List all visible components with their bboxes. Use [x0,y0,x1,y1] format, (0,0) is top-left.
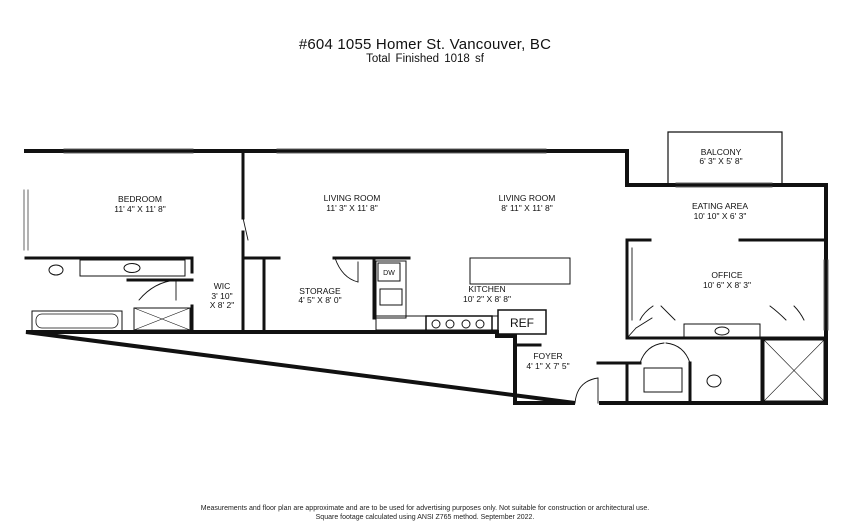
exterior-wall [24,149,828,405]
living-room-1-label: LIVING ROOM [324,193,381,203]
door-swings [138,217,805,404]
bathtub [31,310,123,332]
balcony-dims: 6' 3" X 5' 8" [699,156,742,166]
shower-stall [133,307,191,331]
storage-dims: 4' 5" X 8' 0" [298,295,341,305]
living-room-1-dims: 11' 3" X 11' 8" [326,203,378,213]
interior-walls [24,149,828,405]
foyer-label: FOYER [533,351,562,361]
powder-room-toilet [706,374,722,388]
stove-icon [425,315,493,333]
kitchen-island [469,257,571,285]
wic-dims-1: 3' 10" [211,291,232,301]
room-labels: BALCONY 6' 3" X 5' 8" BEDROOM 11' 4" X 1… [114,147,751,371]
ensuite-vanity [683,323,761,339]
ensuite-shower [763,339,825,402]
balcony-outline [667,131,783,186]
wic-dims-2: X 8' 2" [210,300,235,310]
toilet-icon [48,264,64,276]
powder-room-sink [643,367,683,393]
living-room-2-label: LIVING ROOM [499,193,556,203]
office-dims: 10' 6" X 8' 3" [703,280,751,290]
ensuite-sink-icon [714,326,730,336]
storage-label: STORAGE [299,286,341,296]
eating-area-label: EATING AREA [692,201,748,211]
disclaimer-line-2: Square footage calculated using ANSI Z76… [315,514,535,521]
eating-area-dims: 10' 10" X 6' 3" [694,211,747,221]
refrigerator-label: REF [510,316,534,330]
balcony-label: BALCONY [701,147,742,157]
vanity-counter [79,259,186,277]
living-room-2-dims: 8' 11" X 11' 8" [501,203,553,213]
bedroom-label: BEDROOM [118,194,162,204]
refrigerator [497,309,547,335]
total-finished-area: Total Finished 1018 sf [366,53,484,65]
bedroom-dims: 11' 4" X 11' 8" [114,204,166,214]
kitchen-counter [375,260,407,319]
dishwasher-label: DW [383,270,395,277]
disclaimer-line-1: Measurements and floor plan are approxim… [200,505,650,512]
dishwasher-icon [377,262,401,282]
sink-icon [123,263,141,273]
foyer-dims: 4' 1" X 7' 5" [526,361,569,371]
kitchen-dims: 10' 2" X 8' 8" [463,294,511,304]
plan-address-title: #604 1055 Homer St. Vancouver, BC [298,36,552,53]
windows [23,148,829,331]
wic-label: WIC [214,281,231,291]
kitchen-label: KITCHEN [468,284,505,294]
office-label: OFFICE [711,270,742,280]
kitchen-sink-icon [379,288,403,306]
